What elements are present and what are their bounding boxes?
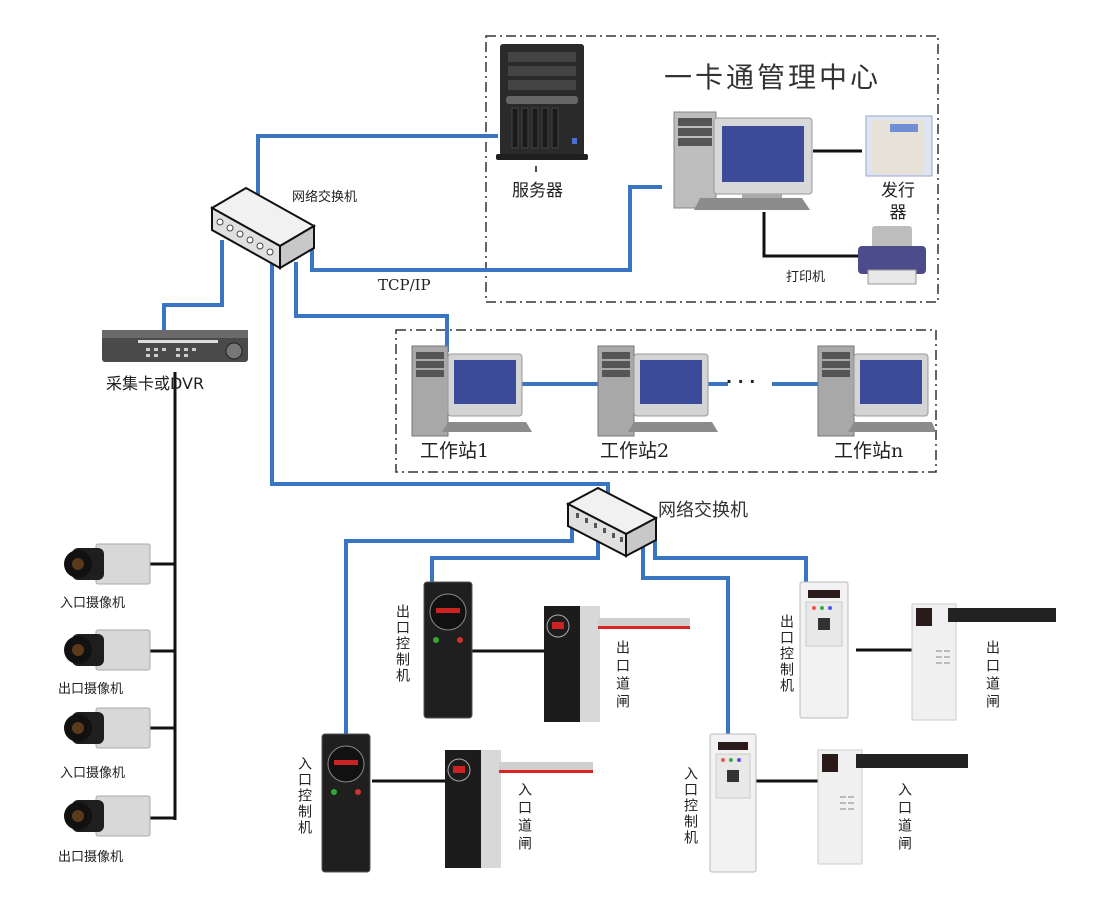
printer-icon xyxy=(858,226,926,285)
printer-label: 打印机 xyxy=(786,270,826,285)
dvr-label: 采集卡或DVR xyxy=(106,374,205,393)
link-switch-workstations xyxy=(294,262,449,352)
link-pc-printer xyxy=(762,212,890,258)
exit-controller-black-icon xyxy=(423,581,473,719)
camera-4-label: 出口摄像机 xyxy=(58,850,124,865)
camera-2-icon xyxy=(64,629,151,671)
entry-controller-white-label: 入口控制机 xyxy=(682,766,698,846)
workstation-1-icon xyxy=(411,345,532,437)
exit-barrier-white-label: 出口道闸 xyxy=(984,640,1000,712)
camera-3-icon xyxy=(64,707,151,749)
entry-controller-black-label: 入口控制机 xyxy=(296,756,312,836)
link-lane-entry-white xyxy=(641,546,730,734)
server-label: 服务器 xyxy=(512,181,563,201)
main-switch-label: 网络交换机 xyxy=(292,190,358,205)
exit-controller-white-label: 出口控制机 xyxy=(778,614,794,694)
workstation-group-frame xyxy=(395,329,937,473)
exit-barrier-black-icon xyxy=(544,606,690,722)
dvr-icon xyxy=(102,330,248,362)
camera-1-icon xyxy=(64,543,151,585)
lane-network-switch-icon xyxy=(565,486,659,558)
workstation-n-icon xyxy=(817,345,936,437)
entry-controller-black-icon xyxy=(321,733,371,873)
workstation-1-label: 工作站1 xyxy=(420,440,490,462)
camera-2-label: 出口摄像机 xyxy=(58,682,124,697)
camera-4-icon xyxy=(64,795,151,837)
lane-switch-label: 网络交换机 xyxy=(658,500,748,521)
link-lane-exit-white xyxy=(653,536,808,582)
card-issuer-icon xyxy=(865,115,933,177)
management-center-frame xyxy=(485,35,939,303)
exit-controller-black-label: 出口控制机 xyxy=(394,604,410,684)
link-lane-exit-black xyxy=(430,536,600,582)
workstation-ellipsis: · · · xyxy=(726,372,756,391)
entry-barrier-black-label: 入口道闸 xyxy=(516,782,532,854)
entry-barrier-white-icon xyxy=(817,749,968,865)
link-switch-lane-switch xyxy=(270,262,610,500)
workstation-2-icon xyxy=(597,345,718,437)
link-lane-entry-black xyxy=(344,522,574,734)
camera-1-label: 入口摄像机 xyxy=(60,596,126,611)
management-pc-icon xyxy=(673,111,813,210)
entry-controller-white-icon xyxy=(709,733,757,873)
main-network-switch-icon xyxy=(209,186,317,270)
entry-barrier-black-icon xyxy=(445,750,593,868)
exit-barrier-white-icon xyxy=(911,603,1056,721)
issuer-label: 发行器 xyxy=(881,181,915,223)
server-icon xyxy=(496,44,588,160)
link-switch-management-pc xyxy=(310,185,662,272)
workstation-n-label: 工作站n xyxy=(834,440,904,462)
link-switch-dvr xyxy=(162,240,224,330)
workstation-2-label: 工作站2 xyxy=(600,440,670,462)
link-switch-server xyxy=(256,134,498,200)
camera-3-label: 入口摄像机 xyxy=(60,766,126,781)
protocol-label: TCP/IP xyxy=(378,276,431,294)
exit-barrier-black-label: 出口道闸 xyxy=(614,640,630,712)
management-center-title: 一卡通管理中心 xyxy=(664,61,882,94)
exit-controller-white-icon xyxy=(799,581,849,719)
entry-barrier-white-label: 入口道闸 xyxy=(896,782,912,854)
